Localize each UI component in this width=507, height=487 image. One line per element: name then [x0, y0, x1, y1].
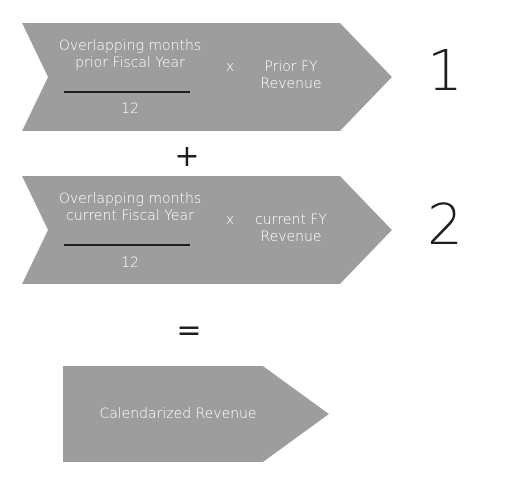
equals-operator: =	[176, 313, 202, 348]
row1-fraction-bar	[64, 91, 190, 93]
chevron-prior-fy	[22, 23, 392, 131]
plus-operator: +	[174, 139, 200, 174]
row2-revenue-label: current FY Revenue	[255, 212, 327, 245]
row2-numerator: Overlapping months current Fiscal Year	[58, 191, 202, 224]
row1-number: 1	[427, 39, 463, 104]
chevron-current-fy	[22, 176, 392, 284]
row2-fraction-bar	[64, 244, 190, 246]
result-label: Calendarized Revenue	[99, 406, 257, 422]
row1-denominator: 12	[121, 101, 139, 117]
row1-revenue-label: Prior FY Revenue	[260, 59, 322, 92]
row1-multiply-sign: x	[225, 59, 235, 75]
pentagon-result	[63, 366, 329, 462]
row1-numerator: Overlapping months prior Fiscal Year	[58, 38, 202, 71]
row2-multiply-sign: x	[225, 212, 235, 228]
row2-number: 2	[427, 193, 463, 258]
row2-denominator: 12	[121, 255, 139, 271]
